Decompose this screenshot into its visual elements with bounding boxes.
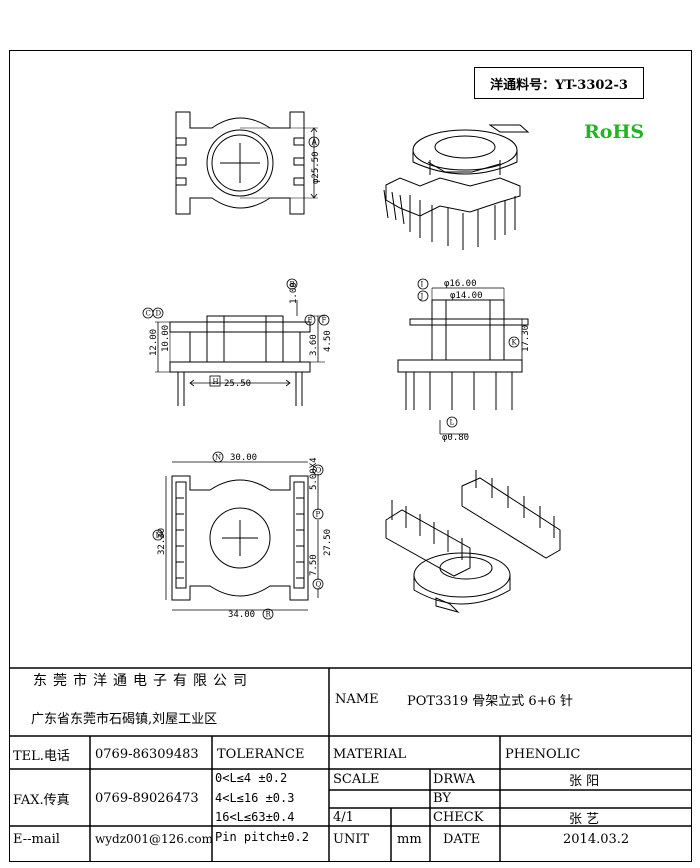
label-p: P (316, 511, 321, 519)
name-label: NAME (335, 691, 379, 707)
side-view (142, 278, 330, 406)
label-o: O (316, 467, 322, 475)
drawn-by-label-1: DRWA (433, 771, 476, 787)
drawing-frame (9, 50, 692, 862)
company-address: 广东省东莞市石碣镇,刘屋工业区 (31, 711, 218, 727)
title-block: 东莞市洋通电子有限公司 广东省东莞市石碣镇,刘屋工业区 NAME POT3319… (9, 668, 692, 862)
fax-label: FAX.传真 (13, 792, 70, 808)
dim-bot-2750: 27.50 (323, 529, 333, 556)
dim-side-255: 25.50 (224, 379, 251, 389)
material-value: PHENOLIC (505, 746, 581, 762)
scale-label: SCALE (333, 771, 380, 787)
dim-front-pin: φ0.80 (442, 433, 469, 443)
fax-value: 0769-89026473 (95, 790, 199, 806)
unit-value: mm (397, 831, 422, 847)
label-c: C (146, 310, 151, 318)
label-n: N (215, 454, 221, 462)
iso-view-bottom (385, 470, 561, 613)
email-label: E--mail (13, 831, 60, 847)
dim-bot-5x4: 5.00X4 (309, 457, 319, 490)
tel-label: TEL.电话 (13, 748, 70, 764)
dim-front-16: φ16.00 (444, 279, 477, 289)
dim-front-1730: 17.30 (521, 325, 531, 352)
material-label: MATERIAL (333, 746, 407, 762)
label-r: R (266, 611, 272, 619)
check-label: CHECK (433, 809, 484, 825)
part-number: 洋通料号：YT-3302-3 (490, 77, 628, 93)
dim-side-36: 3.60 (309, 334, 319, 356)
dim-side-10: 10.00 (161, 325, 171, 352)
label-d: D (156, 310, 162, 318)
tolerance-range-2: 4<L≤16 ±0.3 (215, 791, 295, 805)
dim-front-14: φ14.00 (450, 291, 483, 301)
rohs-mark: RoHS (584, 121, 645, 143)
tolerance-pin-pitch: Pin pitch±0.2 (215, 830, 309, 844)
front-view (397, 278, 529, 435)
label-j: J (420, 293, 424, 301)
dim-bot-34: 34.00 (228, 610, 255, 620)
dim-side-45: 4.50 (323, 330, 333, 352)
tel-value: 0769-86309483 (95, 746, 199, 762)
company-name: 东莞市洋通电子有限公司 (33, 673, 253, 689)
dim-side-1: 1.00 (289, 282, 299, 304)
label-e: E (308, 317, 313, 325)
top-view (175, 111, 320, 215)
title-block-grid (9, 667, 692, 862)
label-b: B (290, 281, 295, 289)
part-number-box: 洋通料号：YT-3302-3 (474, 67, 644, 99)
bottom-view (152, 451, 324, 620)
tolerance-range-1: 0<L≤4 ±0.2 (215, 771, 288, 785)
label-l: L (450, 419, 455, 427)
label-a: A (312, 138, 318, 148)
dim-side-12: 12.00 (149, 329, 159, 356)
email-value: wydz001@126.com (95, 832, 214, 846)
tolerance-range-3: 16<L≤63±0.4 (215, 810, 295, 824)
tolerance-label: TOLERANCE (217, 746, 305, 762)
label-i: I (421, 281, 424, 289)
label-f: F (322, 317, 327, 325)
name-value: POT3319 骨架立式 6+6 针 (407, 693, 573, 709)
dim-bot-30: 30.00 (230, 453, 257, 463)
date-value: 2014.03.2 (563, 831, 630, 847)
dim-bot-750: 7.50 (309, 554, 319, 576)
iso-view-top (383, 124, 530, 250)
label-m: M (156, 532, 163, 540)
dim-bot-3230: 32.30 (157, 528, 167, 555)
scale-value: 4/1 (333, 809, 354, 825)
unit-label: UNIT (333, 831, 370, 847)
dim-top-dia: φ25.50 (311, 151, 321, 184)
date-label: DATE (443, 831, 481, 847)
label-h: H (213, 378, 219, 386)
drawn-by-value: 张 阳 (569, 773, 600, 789)
check-value: 张 艺 (569, 811, 600, 827)
drawn-by-label-2: BY (433, 790, 451, 806)
label-k: K (512, 339, 518, 347)
label-q: Q (316, 581, 322, 589)
